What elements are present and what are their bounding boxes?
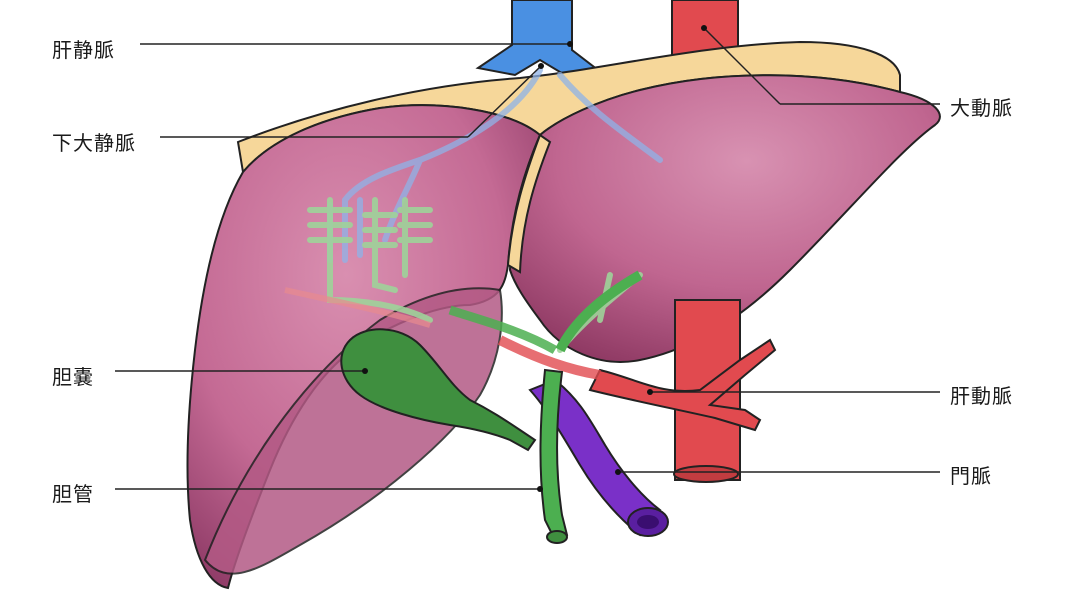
label-bile-duct: 胆管 (52, 482, 94, 506)
label-inferior-vena-cava: 下大静脈 (52, 131, 136, 155)
label-hepatic-vein: 肝静脈 (52, 38, 115, 62)
label-gallbladder: 胆嚢 (52, 365, 94, 389)
label-hepatic-artery: 肝動脈 (950, 384, 1013, 408)
gallbladder (340, 328, 537, 452)
hepatic-artery (284, 287, 777, 483)
portal-vein (528, 378, 669, 537)
bile-duct (448, 270, 643, 544)
falciform-ligament (506, 133, 552, 274)
label-aorta: 大動脈 (950, 96, 1013, 120)
inferior-vena-cava (475, 0, 601, 77)
label-portal-vein: 門脈 (950, 464, 992, 488)
leader-dots (362, 25, 707, 492)
leader-lines (115, 27, 940, 490)
